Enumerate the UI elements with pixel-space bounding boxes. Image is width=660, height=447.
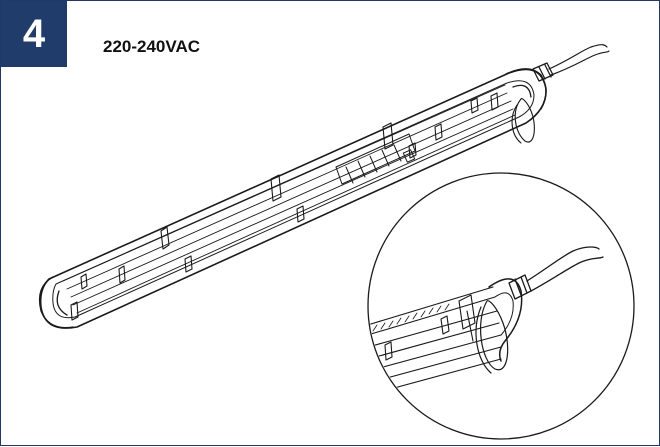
diffuser-ridges	[62, 84, 516, 314]
detail-circle	[367, 172, 635, 440]
detail-wire-loop	[475, 300, 509, 374]
detail-power-cable	[526, 246, 604, 292]
detail-rim-hatch	[372, 303, 450, 332]
detail-zoom-view	[367, 172, 635, 440]
mounting-clips	[70, 92, 499, 321]
step-number-badge: 4	[1, 1, 67, 67]
cable-gland	[532, 62, 554, 82]
housing-inner-rim	[52, 80, 535, 319]
detail-end-cap	[488, 278, 523, 362]
power-cable	[548, 44, 610, 76]
right-end-cap	[505, 68, 547, 110]
detail-housing-lines	[369, 286, 502, 398]
luminaire-full-view	[38, 44, 610, 329]
left-end-cap	[38, 276, 74, 329]
detail-clip	[384, 294, 476, 361]
step-number: 4	[22, 11, 46, 56]
voltage-spec-label: 220-240VAC	[103, 37, 201, 56]
wire-loop	[511, 97, 535, 144]
housing-outline	[39, 68, 547, 329]
